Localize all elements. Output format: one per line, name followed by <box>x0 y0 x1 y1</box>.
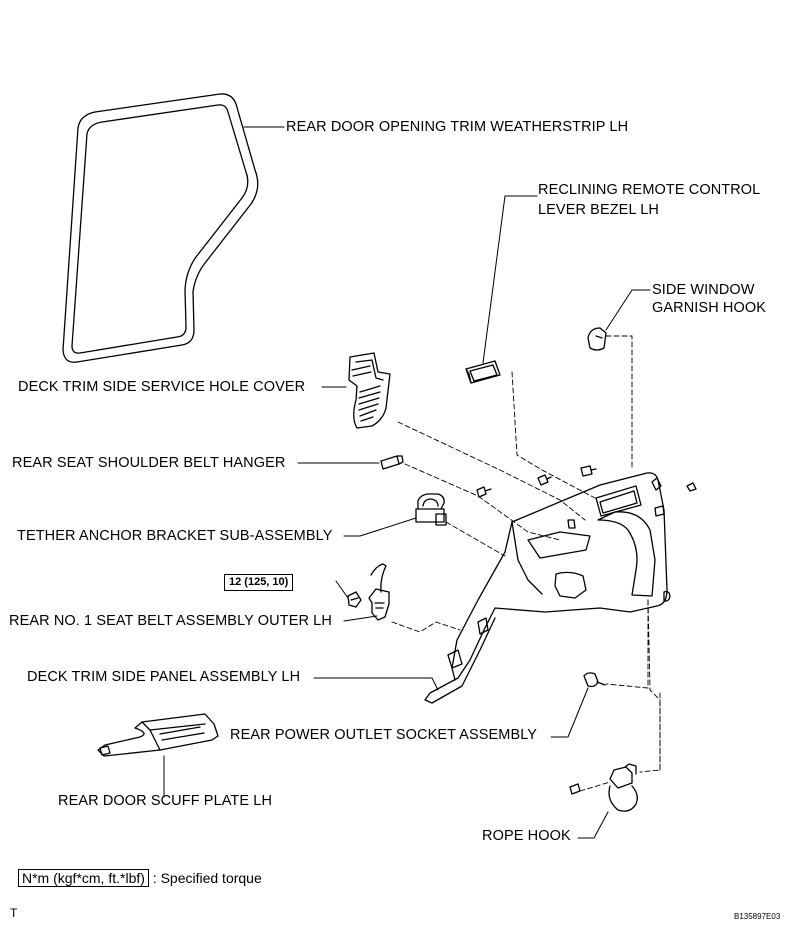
label-seat-belt-outer: REAR NO. 1 SEAT BELT ASSEMBLY OUTER LH <box>9 613 332 629</box>
garnish-hook-part <box>587 327 607 351</box>
belt-hanger-part <box>380 455 404 470</box>
label-side-panel: DECK TRIM SIDE PANEL ASSEMBLY LH <box>27 669 301 685</box>
label-belt-hanger: REAR SEAT SHOULDER BELT HANGER <box>12 455 286 471</box>
label-side-window-line1: SIDE WINDOW <box>652 282 755 298</box>
figure-code: B135897E03 <box>734 912 781 921</box>
label-tether-anchor: TETHER ANCHOR BRACKET SUB-ASSEMBLY <box>17 528 333 544</box>
legend-text: : Specified torque <box>152 870 262 886</box>
scuff-plate-part <box>97 713 219 757</box>
tether-anchor-part <box>415 493 447 526</box>
label-reclining-bezel-line2: LEVER BEZEL LH <box>538 202 659 218</box>
rope-hook-part <box>608 763 638 812</box>
torque-legend: N*m (kgf*cm, ft.*lbf) : Specified torque <box>18 869 262 887</box>
reclining-bezel-part <box>465 360 501 384</box>
label-rope-hook: ROPE HOOK <box>482 828 571 844</box>
side-panel-part <box>424 472 671 704</box>
label-power-outlet: REAR POWER OUTLET SOCKET ASSEMBLY <box>230 727 538 743</box>
label-reclining-bezel-line1: RECLINING REMOTE CONTROL <box>538 182 761 198</box>
label-scuff-plate: REAR DOOR SCUFF PLATE LH <box>58 793 273 809</box>
label-weatherstrip: REAR DOOR OPENING TRIM WEATHERSTRIP LH <box>286 119 629 135</box>
dashed-lines <box>391 335 661 792</box>
seat-belt-part <box>347 563 390 621</box>
weatherstrip-part <box>62 93 259 363</box>
label-side-window-line2: GARNISH HOOK <box>652 300 766 316</box>
torque-spec-box: 12 (125, 10) <box>224 574 294 591</box>
legend-units-box: N*m (kgf*cm, ft.*lbf) <box>18 869 149 887</box>
service-hole-cover-part <box>348 352 391 429</box>
leader-lines <box>163 126 651 839</box>
corner-mark-left: T <box>10 906 18 920</box>
screw-parts <box>476 465 697 795</box>
label-service-hole-cover: DECK TRIM SIDE SERVICE HOLE COVER <box>18 379 306 395</box>
